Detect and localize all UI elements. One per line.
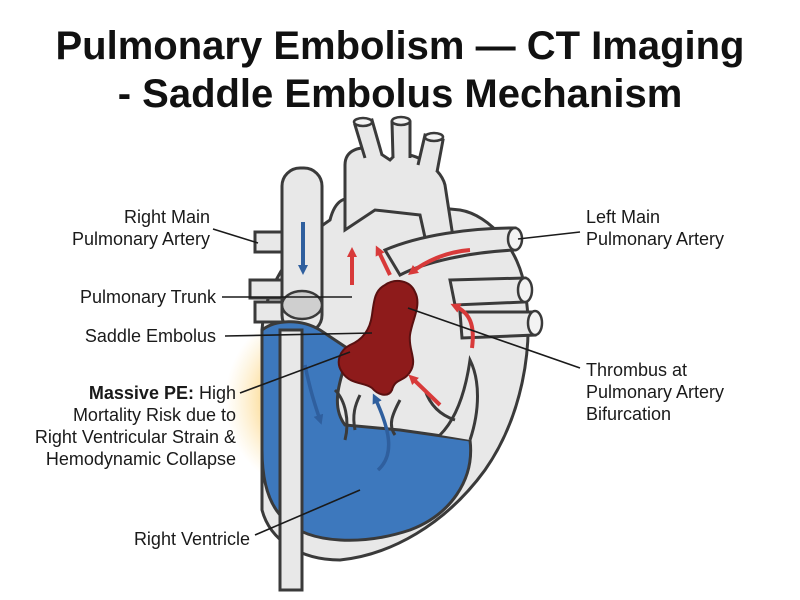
- label-pulmonary-trunk-text: Pulmonary Trunk: [79, 287, 216, 307]
- label-thrombus-bifurcation: Thrombus at Pulmonary Artery Bifurcation: [586, 359, 786, 425]
- flow-arrow-red-3: [408, 248, 471, 276]
- pulmonary-vein-upper-opening: [516, 276, 534, 304]
- flow-arrow-red-5: [408, 374, 442, 407]
- label-left-main-pa-line-2: Pulmonary Artery: [586, 229, 725, 249]
- flow-arrow-blue-3: [372, 393, 391, 472]
- flow-arrow-blue-2: [303, 364, 324, 425]
- label-right-ventricle: Right Ventricle: [40, 528, 250, 550]
- label-left-main-pa-line-1: Left Main: [586, 207, 661, 227]
- label-right-main-pa-line-1: Right Main: [123, 207, 210, 227]
- leader-left-main-pa: [517, 231, 581, 240]
- valve-leaflet-2: [352, 394, 362, 431]
- label-massive-pe-rest: High: [193, 383, 236, 403]
- label-thrombus-line-2: Pulmonary Artery: [586, 382, 725, 402]
- label-massive-pe-line-4: Hemodynamic Collapse: [45, 449, 236, 469]
- valve-leaflet-3: [389, 399, 402, 436]
- leader-right-main-pa: [212, 228, 259, 244]
- leader-massive-pe: [239, 351, 351, 394]
- label-right-ventricle-text: Right Ventricle: [133, 529, 250, 549]
- inferior-vena-cava: [278, 328, 304, 592]
- label-right-main-pa-line-2: Pulmonary Artery: [71, 229, 210, 249]
- label-massive-pe-line-2: Mortality Risk due to: [72, 405, 236, 425]
- label-massive-pe-line-1: Massive PE: High: [10, 382, 236, 404]
- leader-saddle-embolus: [224, 332, 373, 337]
- leader-thrombus: [407, 307, 581, 369]
- label-massive-pe-line-3: Right Ventricular Strain &: [34, 427, 236, 447]
- svc-opening: [280, 289, 324, 321]
- pulmonary-vein-lower-opening: [526, 309, 544, 337]
- label-massive-pe: Massive PE: High Mortality Risk due to R…: [10, 382, 236, 470]
- label-massive-pe-bold: Massive PE:: [88, 383, 194, 403]
- aorta-branch-2-opening: [390, 115, 412, 127]
- aorta-branch-1-opening: [352, 116, 374, 128]
- label-right-main-pulmonary-artery: Right Main Pulmonary Artery: [40, 206, 210, 250]
- label-left-main-pulmonary-artery: Left Main Pulmonary Artery: [586, 206, 786, 250]
- aorta-branch-2: [390, 120, 412, 159]
- page-title: Pulmonary Embolism — CT Imaging - Saddle…: [0, 22, 800, 118]
- flow-arrow-red-2: [375, 245, 392, 276]
- label-thrombus-line-3: Bifurcation: [586, 404, 672, 424]
- flow-arrow-red-4: [450, 303, 475, 349]
- title-line-2: - Saddle Embolus Mechanism: [117, 72, 683, 116]
- pulmonary-vein-upper: [448, 276, 527, 307]
- valve-leaflet-1: [333, 388, 349, 441]
- label-pulmonary-trunk: Pulmonary Trunk: [20, 286, 216, 308]
- aorta-branch-3-opening: [423, 131, 445, 143]
- label-saddle-embolus: Saddle Embolus: [20, 325, 216, 347]
- leader-right-ventricle: [254, 489, 361, 536]
- label-saddle-embolus-text: Saddle Embolus: [84, 326, 216, 346]
- label-thrombus-line-1: Thrombus at: [586, 360, 688, 380]
- title-line-1: Pulmonary Embolism — CT Imaging: [55, 24, 745, 68]
